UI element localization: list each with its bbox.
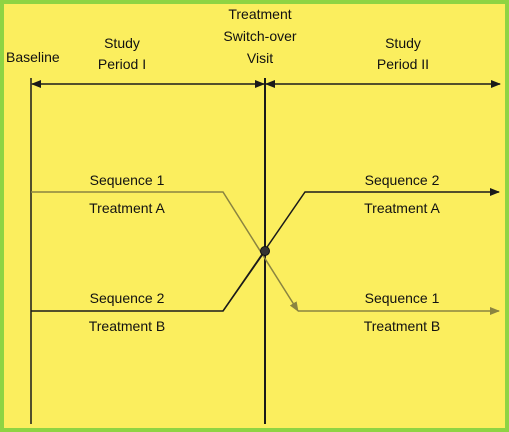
study-period-2-label-line1: Study bbox=[385, 35, 421, 51]
period-2-lower-treatment-label: Treatment B bbox=[364, 318, 441, 334]
period-2-upper-treatment-label: Treatment A bbox=[364, 200, 440, 216]
period-1-upper-treatment-label: Treatment A bbox=[89, 200, 165, 216]
period-1-upper-sequence-label: Sequence 1 bbox=[90, 172, 165, 188]
period-1-sequence-1-arrow bbox=[31, 191, 299, 312]
switch-over-label-line3: Visit bbox=[247, 50, 273, 66]
period-2-sequence-2-arrow bbox=[222, 188, 500, 312]
period-2-upper-sequence-label: Sequence 2 bbox=[365, 172, 440, 188]
period-2-lower-sequence-label: Sequence 1 bbox=[365, 290, 440, 306]
period-1-lower-treatment-label: Treatment B bbox=[89, 318, 166, 334]
baseline-label: Baseline bbox=[6, 49, 60, 65]
switch-over-label-line2: Switch-over bbox=[223, 28, 296, 44]
study-period-1-label-line1: Study bbox=[104, 35, 140, 51]
switch-over-label-line1: Treatment bbox=[228, 6, 291, 22]
period-1-lower-sequence-label: Sequence 2 bbox=[90, 290, 165, 306]
switch-over-node bbox=[260, 246, 270, 256]
study-period-2-label-line2: Period II bbox=[377, 56, 429, 72]
study-period-1-label-line2: Period I bbox=[98, 56, 146, 72]
